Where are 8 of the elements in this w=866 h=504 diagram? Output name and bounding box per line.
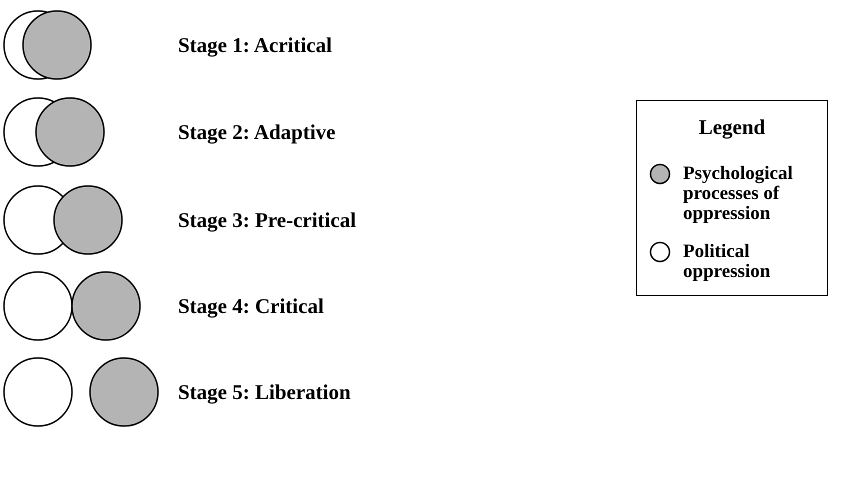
stage-label: Stage 3: Pre-critical bbox=[178, 208, 356, 233]
stage-label: Stage 1: Acritical bbox=[178, 33, 332, 58]
legend-title: Legend bbox=[698, 115, 766, 140]
stage-label: Stage 4: Critical bbox=[178, 294, 324, 319]
legend-text: Political oppression bbox=[683, 242, 772, 282]
stage-label: Stage 2: Adaptive bbox=[178, 120, 336, 145]
legend-text: Psychological processes of oppression bbox=[683, 164, 794, 224]
stage-label: Stage 5: Liberation bbox=[178, 380, 351, 405]
